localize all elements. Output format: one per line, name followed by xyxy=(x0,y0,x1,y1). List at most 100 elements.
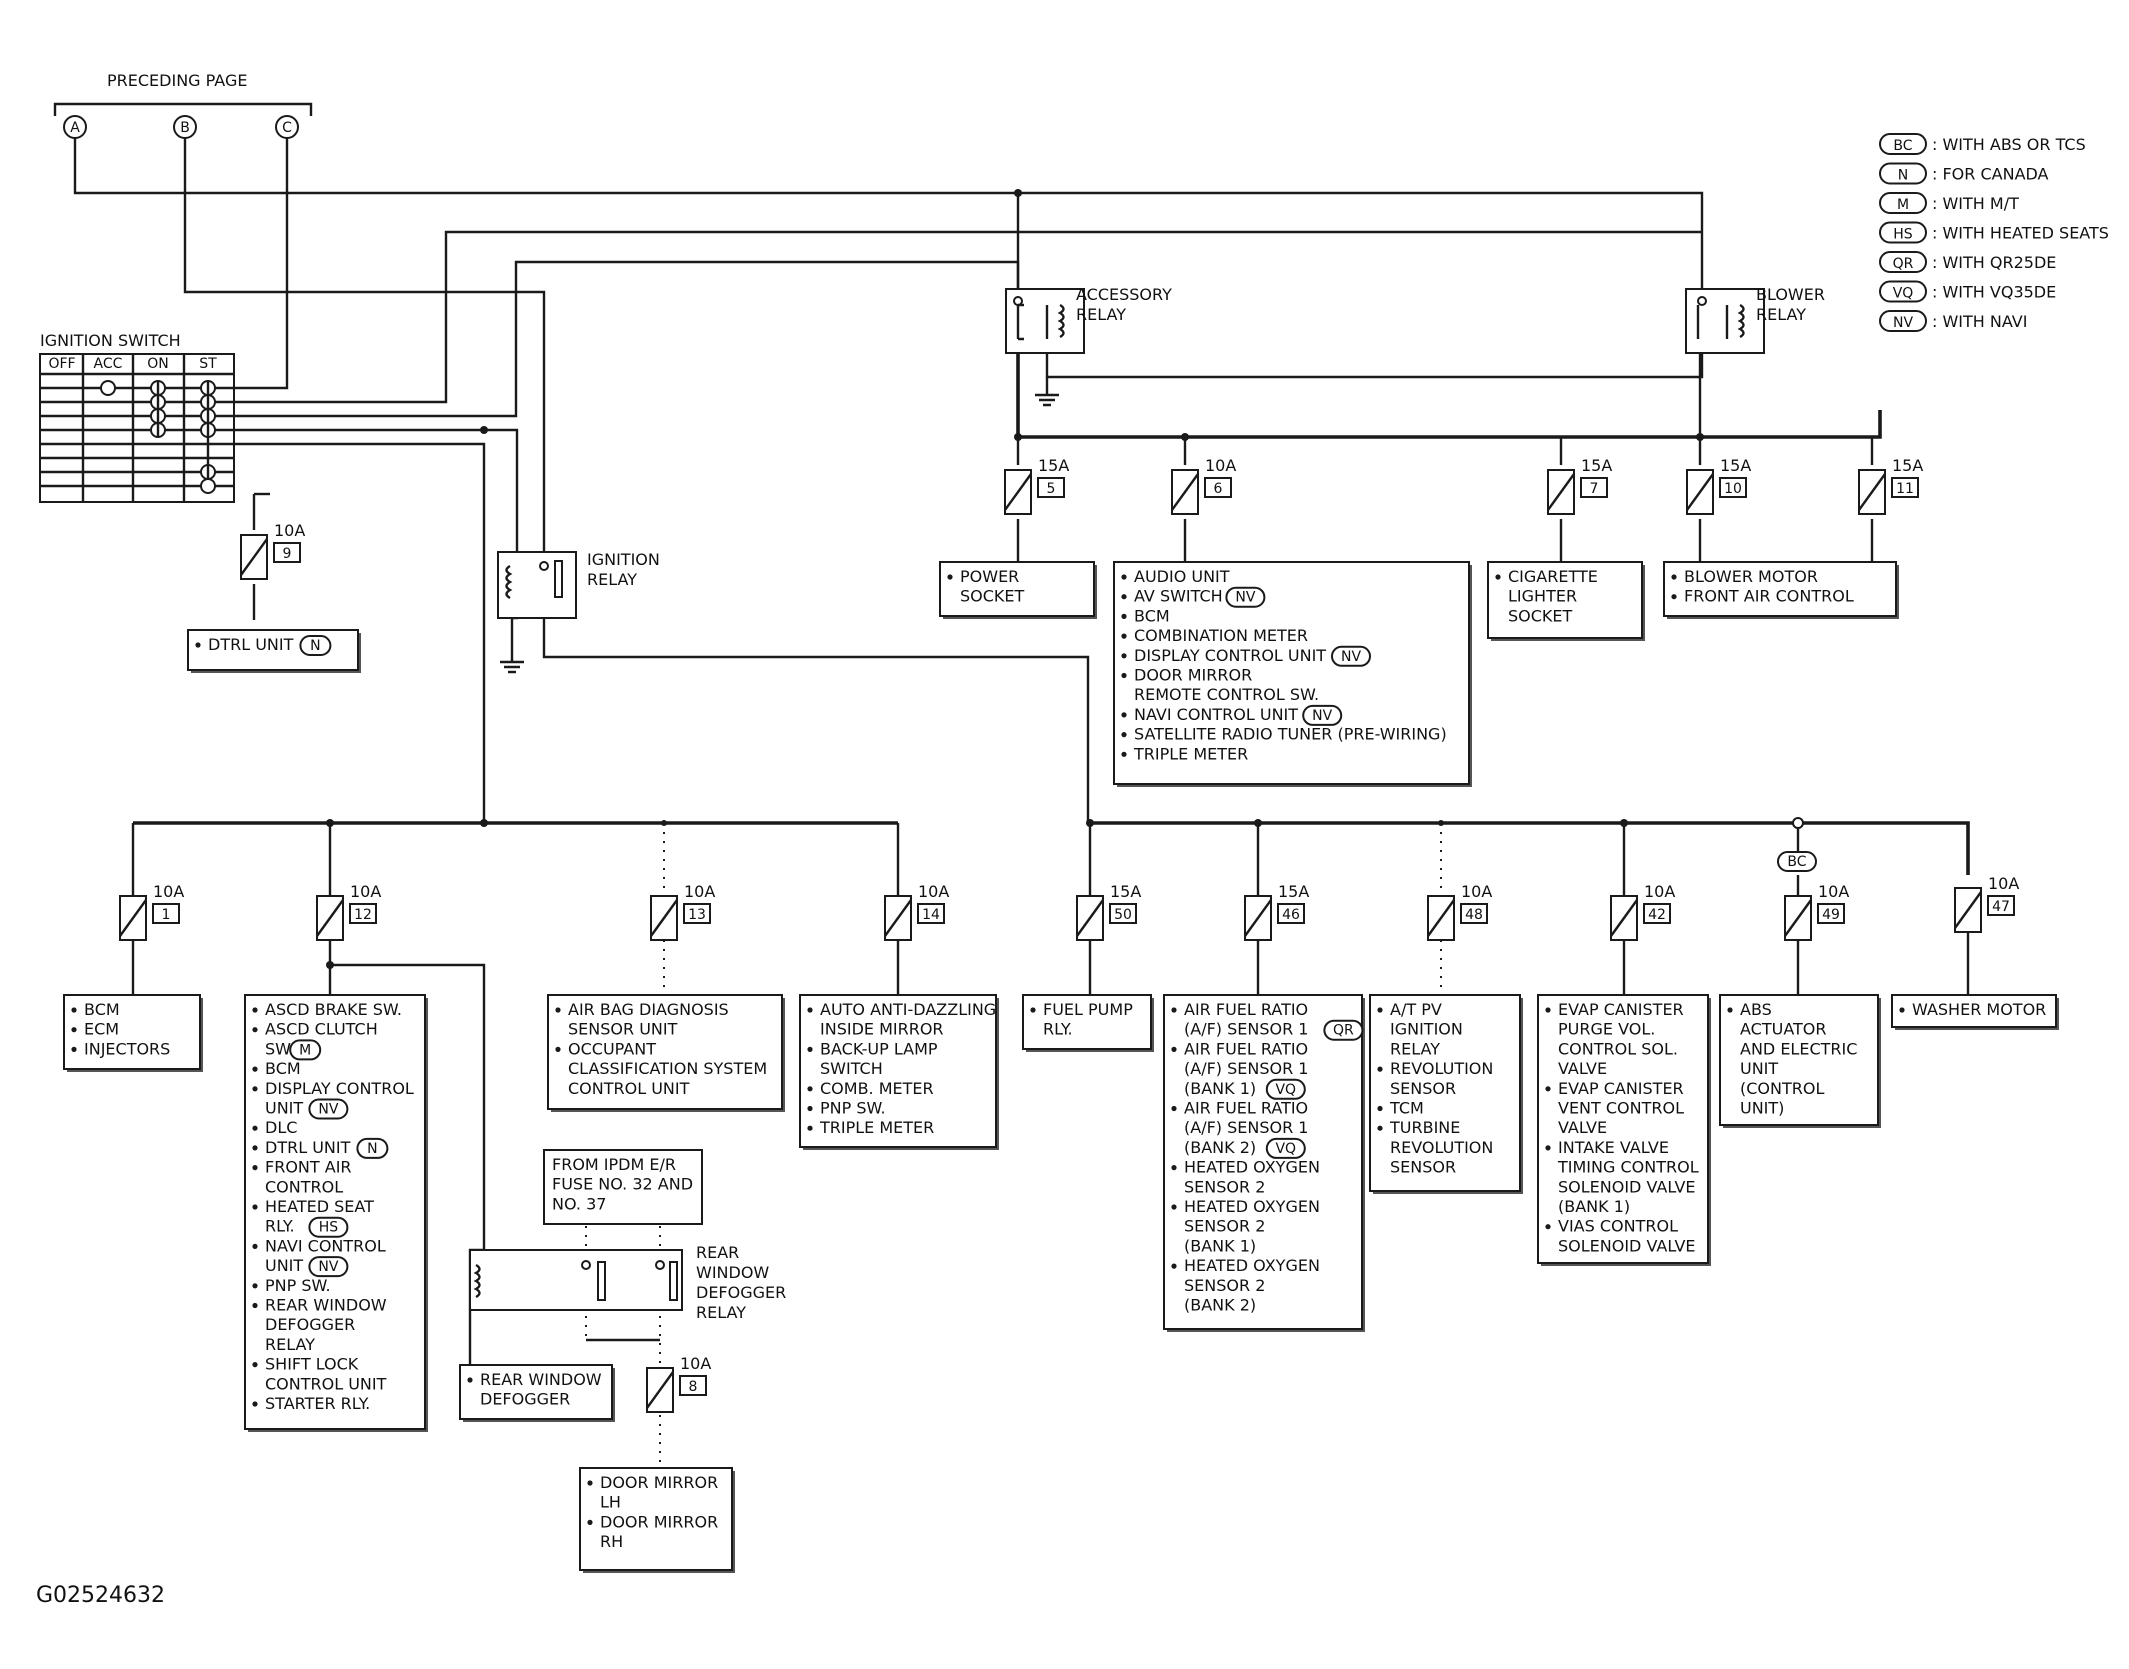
box-frame xyxy=(1719,994,1879,1126)
switch-col-acc: ACC xyxy=(94,356,123,372)
accessory-relay[interactable] xyxy=(1005,286,1090,354)
load-text: AV SWITCH xyxy=(1134,587,1223,606)
legend-item-vq: VQ: WITH VQ35DE xyxy=(1879,280,2056,303)
fuse-element xyxy=(240,538,268,576)
box-frame xyxy=(1113,561,1470,785)
load-text: AUTO ANTI-DAZZLING xyxy=(820,1000,996,1019)
load-text: AIR FUEL RATIO xyxy=(1184,1099,1308,1118)
rear-window-defogger-relay[interactable] xyxy=(469,1249,683,1311)
fuse-number: 13 xyxy=(688,907,706,923)
switch-contacts xyxy=(100,380,216,494)
load-text: SOLENOID VALVE xyxy=(1558,1236,1696,1255)
fuse-number-box xyxy=(1987,895,2015,916)
option-tag-shape xyxy=(299,635,332,656)
blower-relay[interactable] xyxy=(1685,288,1765,354)
bullet xyxy=(252,1086,258,1092)
legend-code: M xyxy=(1897,197,1909,213)
bullet xyxy=(252,1283,258,1289)
load-text: BCM xyxy=(1134,606,1170,625)
bullet xyxy=(1121,712,1127,718)
load-text: TURBINE xyxy=(1389,1118,1460,1137)
fuse-amperage: 10A xyxy=(1461,882,1492,901)
bullet xyxy=(1377,1105,1383,1112)
fuse-amperage: 10A xyxy=(1818,882,1849,901)
fuse-element xyxy=(646,1371,674,1409)
load-box-washer[interactable]: WASHER MOTOR xyxy=(1891,994,2059,1030)
legend-item-qr: QR: WITH QR25DE xyxy=(1879,251,2056,273)
connector-c[interactable]: C xyxy=(275,115,299,139)
relays xyxy=(469,286,1765,1311)
fuse-element xyxy=(1610,899,1638,937)
fuse-number: 46 xyxy=(1282,907,1300,923)
labels: PRECEDING PAGE IGNITION SWITCH OFF ACC O… xyxy=(36,71,1825,1608)
load-text: AUDIO UNIT xyxy=(1134,567,1230,586)
fuse-number-box xyxy=(1891,477,1919,498)
fuse-amperage: 10A xyxy=(680,1354,711,1373)
load-text: (A/F) SENSOR 1 xyxy=(1184,1118,1308,1137)
fuse-number: 7 xyxy=(1590,481,1599,497)
ignition-relay[interactable] xyxy=(497,551,577,619)
legend-item-m: M: WITH M/T xyxy=(1879,192,2019,214)
ignition-switch[interactable] xyxy=(39,353,235,503)
fuse-element xyxy=(1076,899,1104,937)
load-text: HEATED SEAT xyxy=(265,1197,374,1216)
option-tag-shape xyxy=(289,1039,322,1061)
load-text: (BANK 2) xyxy=(1184,1296,1256,1315)
bullet xyxy=(1377,1066,1383,1072)
svg-text:A: A xyxy=(70,120,80,136)
load-text: DOOR MIRROR xyxy=(600,1473,718,1492)
connector-a[interactable]: A xyxy=(63,115,87,139)
fuse-amperage: 10A xyxy=(684,882,715,901)
fuse-number-box xyxy=(273,542,301,563)
load-text: NAVI CONTROL xyxy=(265,1236,386,1255)
grounds xyxy=(500,388,1059,674)
switch-col-off: OFF xyxy=(48,356,75,372)
option-tag: NV xyxy=(1302,704,1343,726)
load-text: INTAKE VALVE xyxy=(1558,1138,1669,1157)
fuse-amperage: 15A xyxy=(1892,456,1923,475)
box-frame xyxy=(244,994,426,1430)
bullet xyxy=(71,1027,77,1033)
load-text: LIGHTER xyxy=(1508,587,1577,606)
connector-b[interactable]: B xyxy=(173,115,197,139)
load-text: SENSOR 2 xyxy=(1184,1217,1265,1236)
fuses: 10A915A510A615A715A1015A1110A110A1210A13… xyxy=(119,456,2019,1413)
load-text: NAVI CONTROL UNIT xyxy=(1134,705,1298,724)
fuse-number-box xyxy=(1037,477,1065,498)
load-box-atpv[interactable]: A/T PVIGNITIONRELAYREVOLUTIONSENSORTCMTU… xyxy=(1369,994,1523,1194)
